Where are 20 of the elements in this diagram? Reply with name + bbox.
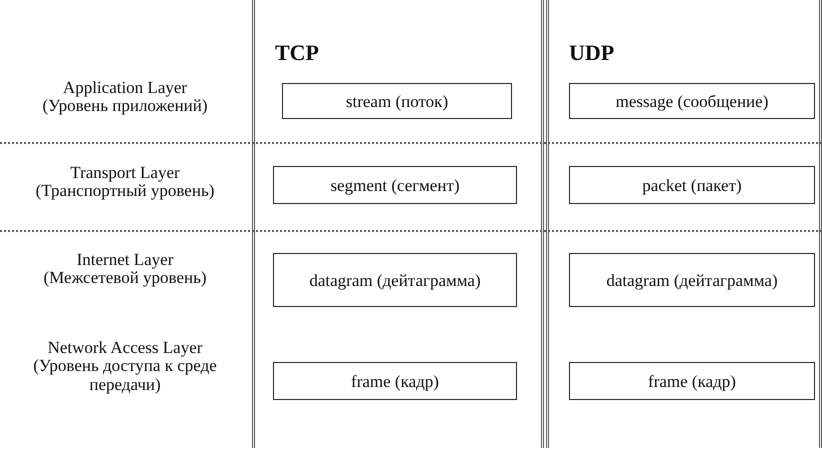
layer-label: (Межсетевой уровень) <box>42 268 208 287</box>
layer-label: Internet Layer <box>76 250 174 269</box>
layer-label: (Уровень доступа к среде передачи) <box>32 356 218 394</box>
data-unit-box: message (сообщение) <box>569 83 815 119</box>
column-panel <box>252 0 544 448</box>
layer-label: (Транспортный уровень) <box>34 181 216 200</box>
column-heading: UDP <box>569 40 614 66</box>
data-unit-box: segment (сегмент) <box>273 166 517 204</box>
data-unit-box: datagram (дейтаграмма) <box>273 253 517 307</box>
data-unit-box: stream (поток) <box>282 83 512 119</box>
column-heading: TCP <box>275 40 319 66</box>
data-unit-box: packet (пакет) <box>569 166 815 204</box>
data-unit-box: frame (кадр) <box>273 362 517 400</box>
layer-label: Network Access Layer <box>46 338 204 357</box>
layer-label: (Уровень приложений) <box>41 96 209 115</box>
layer-label: Application Layer <box>62 78 188 97</box>
data-unit-box: frame (кадр) <box>569 362 815 400</box>
data-unit-box: datagram (дейтаграмма) <box>569 253 815 307</box>
layer-label: Transport Layer <box>69 163 181 182</box>
column-panel <box>546 0 822 448</box>
